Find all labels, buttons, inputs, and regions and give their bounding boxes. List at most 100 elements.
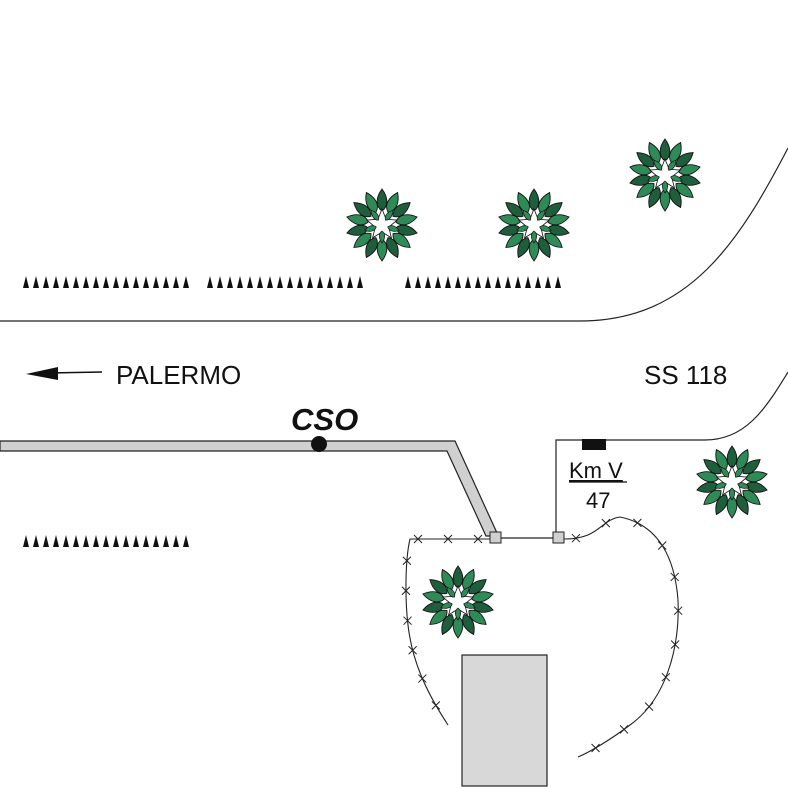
grass-tuft [435,276,441,288]
pipe-junction-left [489,531,502,544]
barb-mark [408,645,417,655]
grass-tuft [163,535,169,547]
grass-tuft [475,276,481,288]
road-label: SS 118 [644,360,727,390]
grass-tuft [143,276,149,288]
pipe-junction-right [552,531,565,544]
barb-mark [401,586,411,596]
barb-mark [571,533,581,543]
barb-mark [413,534,423,544]
grass-tuft [63,276,69,288]
grass-tuft [217,276,223,288]
arrow-left-icon [26,367,103,380]
grass-tuft [33,535,39,547]
barb-mark [443,534,453,544]
grass-tuft [173,276,179,288]
grass-tuft [485,276,491,288]
fence-right [563,516,679,758]
grass-tuft [505,276,511,288]
grass-tuft [133,276,139,288]
grass-tuft [337,276,343,288]
barb-mark [403,616,412,626]
grass-tuft [257,276,263,288]
barb-mark [661,672,671,682]
grass-tuft [297,276,303,288]
barb-mark [591,743,600,753]
grass-tuft [247,276,253,288]
grass-tuft [113,276,119,288]
tree-icon [346,138,768,639]
grass-tuft [73,535,79,547]
grass-tuft [153,276,159,288]
grass-tuft [53,276,59,288]
tree [346,188,418,262]
barb-mark [418,674,427,683]
barb-mark [601,518,611,528]
grass-tuft [425,276,431,288]
grass-tuft [183,276,189,288]
grass-tuft [93,535,99,547]
km-number-label: 47 [586,488,610,513]
grass-tuft [267,276,273,288]
barbed-wire-fence-icon [401,516,683,758]
grass-tuft [455,276,461,288]
grass-tuft [43,276,49,288]
grass-tuft [123,535,129,547]
barb-mark [473,534,483,544]
grass-tuft [113,535,119,547]
grass-tuft [153,535,159,547]
grass-tuft [83,535,89,547]
grass-tuft [495,276,501,288]
barb-mark [673,606,683,616]
station-dot-icon [311,436,327,452]
grass-tuft [143,535,149,547]
grass-tuft [525,276,531,288]
grass-tuft [63,535,69,547]
fence-left [405,538,490,726]
grass-tuft [173,535,179,547]
grass-tuft [93,276,99,288]
km-marker-label: Km V [569,458,623,483]
grass-tuft [415,276,421,288]
tree [498,188,570,262]
grass-tuft [227,276,233,288]
barb-mark [670,640,680,649]
tree [696,445,768,519]
grass-tuft [23,276,29,288]
km-marker-sign [582,439,606,450]
grass-tuft [83,276,89,288]
grass-tuft [163,276,169,288]
barb-mark [644,702,654,711]
grass-tuft [183,535,189,547]
grass-tuft [287,276,293,288]
pipeline [0,440,498,537]
grass-tuft [103,276,109,288]
barb-mark [657,541,667,550]
barb-mark [633,518,642,528]
road-edge-north [0,147,788,322]
grass-tuft [555,276,561,288]
station-label: CSO [291,402,358,437]
grass-tuft [207,276,213,288]
grass-tuft [327,276,333,288]
grass-tuft [545,276,551,288]
grass-tuft [103,535,109,547]
road-edge-south [555,371,788,537]
grass-tuft [33,276,39,288]
barb-mark [402,556,412,566]
grass-tuft [515,276,521,288]
barb-mark [619,725,629,734]
grass-tuft [277,276,283,288]
grass-tuft [23,535,29,547]
tree [629,138,701,212]
grass-tuft [405,276,411,288]
grass-tuft [73,276,79,288]
grass-tuft [445,276,451,288]
grass-tuft [307,276,313,288]
grass-tuft [133,535,139,547]
grass-tuft [237,276,243,288]
grass-tuft [317,276,323,288]
barb-mark [670,572,680,582]
grass-tuft [347,276,353,288]
